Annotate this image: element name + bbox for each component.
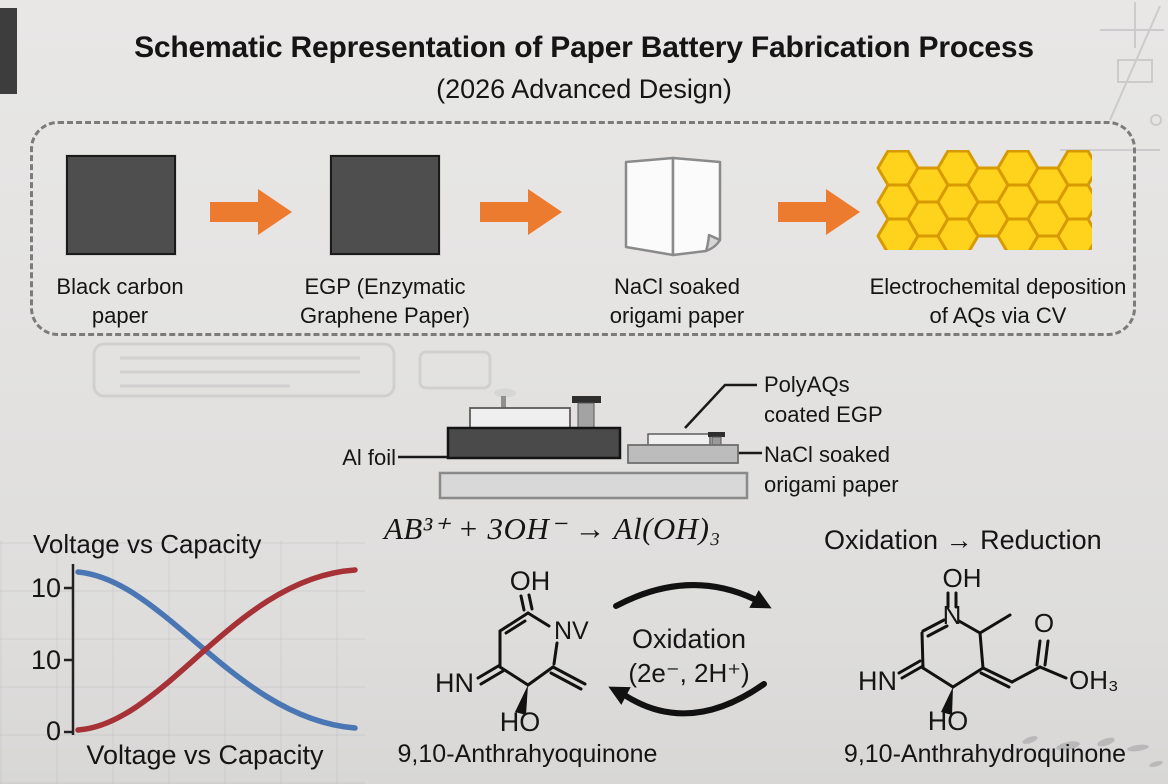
polyaqs-leader-line <box>684 383 757 429</box>
origami-paper-icon <box>624 156 722 257</box>
charge-curve-red <box>75 567 358 733</box>
atom-label-nv: NV <box>554 617 589 645</box>
arrow-right-icon <box>210 189 292 235</box>
chart-title: Voltage vs Capacity <box>33 529 262 559</box>
al-foil-block <box>446 426 622 460</box>
chart-x-axis-label: Voltage vs Capacity <box>86 740 324 770</box>
al-foil-label: Al foil <box>342 445 396 470</box>
egp-icon <box>330 155 440 255</box>
y-tick-label: 10 <box>31 645 61 675</box>
nacl-soaked-label: NaCl soaked origami paper <box>764 442 899 497</box>
step-label-black-carbon-paper: Black carbon paper <box>56 274 184 328</box>
molecule-caption-right: 9,10-Anthrahydroquinone <box>843 740 1127 768</box>
oxidation-cycle: Oxidation (2e⁻, 2H⁺) <box>608 582 772 717</box>
cycle-arrow-bottom-icon <box>623 681 767 717</box>
arrow-right-icon <box>778 189 860 235</box>
top-plate <box>469 407 571 429</box>
atom-label-ho: HO <box>928 706 969 736</box>
small-terminal-cap <box>708 432 725 437</box>
atom-label-oh: OH <box>510 566 551 596</box>
y-tick-label: 10 <box>31 573 61 603</box>
polyaqs-label: PolyAQs coated EGP <box>764 372 883 427</box>
atom-label-ho: HO <box>500 707 541 737</box>
polyaqs-egp-plate <box>647 433 711 446</box>
cycle-arrow-top-icon <box>613 582 757 609</box>
atom-label-hn: HN <box>435 668 474 698</box>
pin-halo <box>494 388 516 398</box>
honeycomb-icon <box>876 150 1092 250</box>
step-label-aq-deposition: Electrochemital deposition of AQs via CV <box>869 274 1127 328</box>
aluminum-hydroxide-equation: AB³⁺ + 3OH⁻ → Al(OH)₃ <box>384 511 721 546</box>
page-title: Schematic Representation of Paper Batter… <box>134 31 1034 64</box>
step-label-egp: EGP (Enzymatic Graphene Paper) <box>300 274 470 328</box>
background-sketch-object <box>92 342 492 398</box>
terminal-post <box>577 402 595 429</box>
atom-label-hn: HN <box>858 666 897 696</box>
anthraquinone-molecule: OH NV HN HO <box>435 566 589 737</box>
anthrahydroquinone-molecule: OH N HN HO O OH₃ <box>858 563 1119 736</box>
black-carbon-paper-icon <box>66 155 176 255</box>
atom-label-oh: OH <box>943 563 982 593</box>
atom-label-o: O <box>1034 608 1054 638</box>
battery-assembly-diagram <box>398 383 762 500</box>
step-label-nacl-origami: NaCl soaked origami paper <box>609 274 745 328</box>
small-pin <box>501 396 506 408</box>
background-sketch-lines <box>1060 2 1164 151</box>
wedge-bond <box>515 685 528 715</box>
atom-label-n: N <box>943 600 962 630</box>
voltage-capacity-chart: 10 10 0 <box>31 564 358 746</box>
background-smudge-marks <box>1022 736 1163 768</box>
molecule-caption-left: 9,10-Anthrahyoquinone <box>397 740 658 768</box>
corner-dark-bar <box>0 8 17 94</box>
redox-header: Oxidation → Reduction <box>824 525 1102 555</box>
wedge-bond <box>941 687 953 715</box>
discharge-curve-blue <box>75 569 358 731</box>
y-tick-label: 0 <box>46 716 61 746</box>
terminal-cap <box>572 396 601 403</box>
page-subtitle: (2026 Advanced Design) <box>436 74 732 104</box>
arrow-right-icon <box>480 189 562 235</box>
oxidation-label: Oxidation <box>632 624 746 654</box>
oxidation-detail: (2e⁻, 2H⁺) <box>628 658 749 688</box>
atom-label-oh3: OH₃ <box>1069 665 1119 695</box>
base-substrate-bar <box>438 471 749 500</box>
origami-paper-block <box>627 444 739 464</box>
